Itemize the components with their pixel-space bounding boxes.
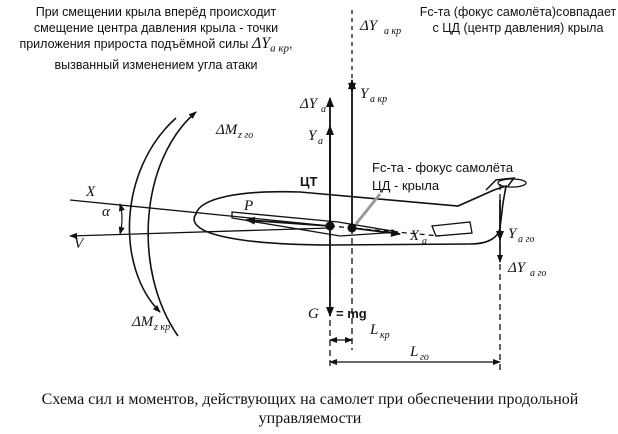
left-note-text: При смещении крыла вперёд происходит сме…	[19, 5, 279, 51]
moment-kr-label: ΔM	[131, 314, 155, 330]
moment-kr-arc	[128, 117, 177, 313]
diagram-caption: Схема сил и моментов, действующих на сам…	[41, 391, 579, 427]
left-note: При смещении крыла вперёд происходит сме…	[6, 4, 306, 73]
x-axis-line	[69, 199, 331, 227]
x-axis-label: X	[85, 184, 96, 200]
alpha-arc	[118, 203, 125, 235]
delta-ya-go-sub: a го	[530, 268, 546, 279]
tail-stabilizer	[497, 178, 527, 188]
l-go-sub: го	[420, 352, 429, 363]
fuselage-outline	[193, 184, 508, 246]
moment-go-arc	[147, 111, 197, 337]
ya-go-sub: a го	[518, 234, 534, 245]
focus-label: Fc-та - фокус самолёта	[372, 160, 514, 175]
v-label: V	[74, 236, 85, 252]
gravity-label: G	[308, 306, 319, 322]
mg-label: = mg	[336, 306, 367, 321]
ya-label: Y	[308, 128, 318, 144]
l-go-label: L	[409, 344, 418, 360]
drag-arrow	[351, 227, 401, 237]
ya-kr-label: Y	[360, 86, 370, 102]
cd-label: ЦД - крыла	[372, 178, 440, 193]
x-axis-extension	[329, 225, 441, 237]
ya-go-label: Y	[508, 226, 518, 242]
wing	[231, 211, 399, 237]
focus-pointer	[354, 193, 382, 225]
v-line	[69, 227, 331, 239]
l-kr-label: L	[369, 322, 378, 338]
moment-kr-sub: z кр	[153, 322, 170, 333]
left-note-symbol-sub: a кр	[270, 42, 290, 55]
delta-ya-kr-top-label: ΔY	[359, 18, 379, 34]
delta-ya-go-label: ΔY	[507, 260, 527, 276]
delta-ya-kr-top-sub: a кр	[384, 26, 401, 37]
ya-sub: a	[318, 136, 323, 147]
cockpit-window	[431, 221, 473, 237]
left-note-tail: , вызванный изменением угла атаки	[54, 37, 293, 72]
delta-ya-label: ΔY	[299, 96, 319, 112]
moment-go-sub: z го	[237, 130, 253, 141]
alpha-label: α	[102, 204, 111, 220]
moment-go-label: ΔM	[215, 122, 239, 138]
right-note: Fc-та (фокус самолёта)совпадает с ЦД (це…	[419, 5, 617, 35]
ct-label: ЦТ	[300, 174, 317, 189]
drag-label: X	[409, 228, 420, 244]
ct-point	[325, 221, 335, 231]
left-note-symbol: ΔY	[251, 35, 271, 52]
thrust-label: P	[243, 198, 253, 214]
l-kr-sub: кр	[380, 330, 390, 341]
cd-point	[347, 223, 357, 233]
delta-ya-sub: a	[321, 104, 326, 115]
ya-kr-sub: a кр	[370, 94, 387, 105]
drag-sub: a	[422, 236, 427, 247]
thrust-arrow	[245, 216, 331, 227]
